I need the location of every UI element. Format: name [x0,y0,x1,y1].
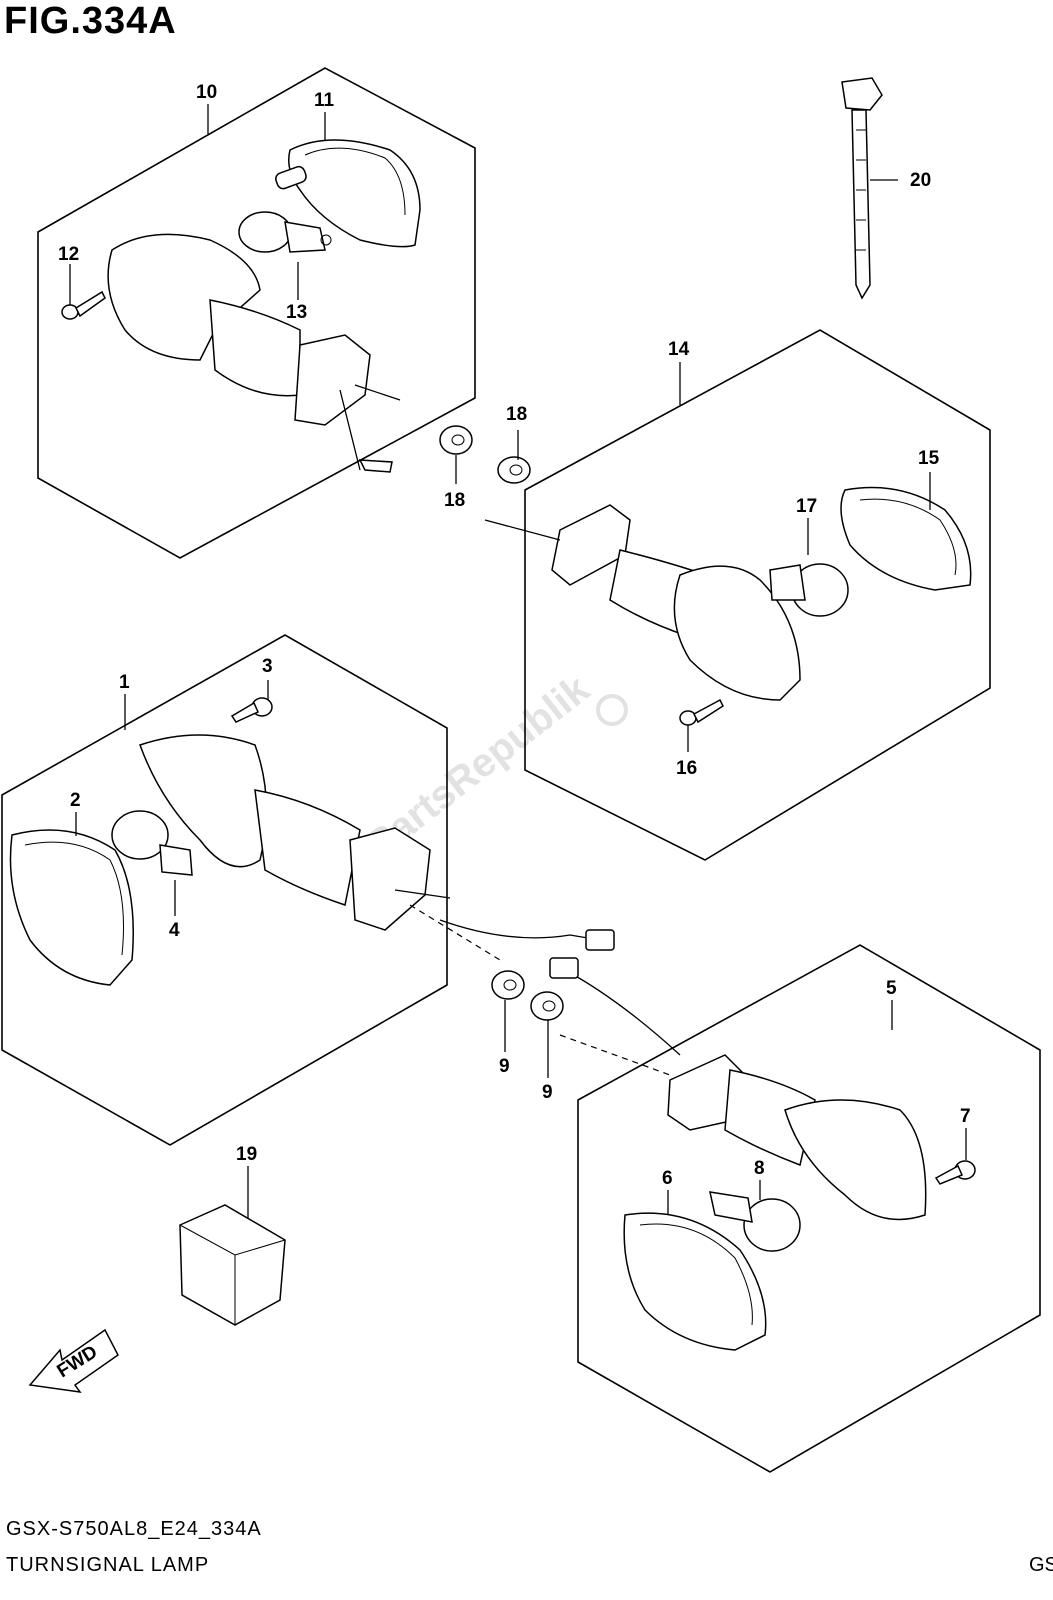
lens-11 [275,139,421,248]
assembly-1 [1,634,451,1146]
callout-19: 19 [236,1144,257,1165]
callout-13: 13 [286,302,307,323]
callout-8: 8 [754,1158,765,1179]
callout-18b: 18 [444,490,465,511]
screw-3 [230,697,273,723]
screw-16 [679,698,724,726]
screw-12 [61,290,106,320]
callout-3: 3 [262,656,273,677]
lens-15 [840,486,972,591]
cable-tie-20 [841,77,883,300]
callout-18a: 18 [506,404,527,425]
callout-11: 11 [314,90,335,111]
assembly-14 [484,329,991,861]
callout-14: 14 [668,339,690,360]
callout-1: 1 [119,672,130,693]
nut-18b [497,456,531,484]
nut-18a [439,425,473,455]
callout-15: 15 [918,448,940,469]
nut-9b [530,991,564,1021]
callout-9b: 9 [542,1082,553,1103]
bulb-4 [111,810,193,876]
callout-17: 17 [796,496,817,517]
callout-9a: 9 [499,1056,510,1077]
callouts: 10 11 12 13 20 14 18 18 15 17 16 3 1 2 4… [58,82,971,1189]
assembly-10 [37,67,476,559]
callout-7: 7 [960,1106,971,1127]
figure-name: TURNSIGNAL LAMP [6,1554,210,1576]
relay-19 [179,1204,286,1326]
fwd-arrow: FWD [28,1328,119,1393]
callout-16: 16 [676,758,697,779]
lens-2 [9,829,134,986]
leader-lines [69,104,967,1218]
callout-2: 2 [70,790,81,811]
assembly-5 [577,944,1041,1473]
wiring [409,904,681,1076]
callout-12: 12 [58,244,79,265]
callout-20: 20 [910,170,931,191]
lens-6 [623,1212,767,1351]
nut-9a [491,970,525,1000]
figure-title: FIG.334A [4,0,177,42]
callout-4: 4 [169,920,180,941]
callout-6: 6 [662,1168,673,1189]
callout-5: 5 [886,978,897,999]
callout-10: 10 [196,82,217,103]
housing-10 [107,233,401,473]
screw-7 [934,1160,976,1185]
bulb-8 [709,1191,801,1252]
corner-code: GS [1029,1554,1053,1576]
figure-code: GSX-S750AL8_E24_334A [6,1518,262,1540]
bulb-13 [238,211,332,253]
bulb-17 [769,563,849,617]
